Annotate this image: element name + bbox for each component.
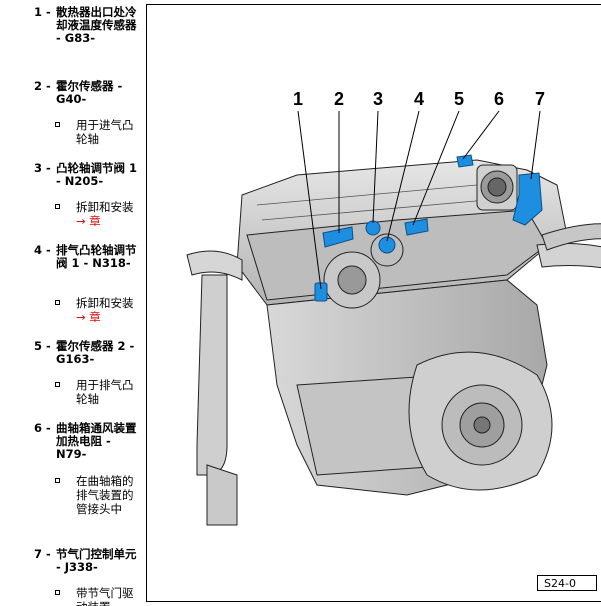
callout-4: 4 <box>414 89 424 109</box>
component-7-j338 <box>512 172 543 226</box>
legend-note-text: 用于进气凸轮轴 <box>76 118 134 146</box>
legend-panel: 1 - 散热器出口处冷却液温度传感器 - G83- 2 - 霍尔传感器 - G4… <box>0 0 140 606</box>
legend-number: 4 - <box>34 243 51 257</box>
engine-diagram: 1 2 3 4 5 6 7 S24-0 <box>146 4 601 602</box>
square-bullet-icon <box>55 204 60 209</box>
callout-lines <box>297 110 541 290</box>
chapter-link[interactable]: → 章 <box>76 310 101 324</box>
square-bullet-icon <box>55 478 60 483</box>
square-bullet-icon <box>55 122 60 127</box>
component-4-n318 <box>378 236 396 254</box>
callout-7: 7 <box>535 89 545 109</box>
square-bullet-icon <box>55 590 60 595</box>
legend-note-text: 拆卸和安装 <box>76 296 134 310</box>
legend-title: 节气门控制单元 - J338- <box>56 547 137 574</box>
legend-title: 曲轴箱通风装置加热电阻 - N79- <box>56 421 137 461</box>
legend-note-text: 在曲轴箱的排气装置的管接头中 <box>76 474 134 516</box>
component-1-g83 <box>314 282 328 302</box>
square-bullet-icon <box>55 382 60 387</box>
square-bullet-icon <box>55 300 60 305</box>
legend-number: 6 - <box>34 421 51 435</box>
callout-1: 1 <box>293 89 303 109</box>
legend-number: 3 - <box>34 161 51 175</box>
legend-title: 霍尔传感器 2 - G163- <box>56 339 135 366</box>
callout-6: 6 <box>494 89 504 109</box>
legend-note-text: 带节气门驱动装置 <box>76 586 134 606</box>
legend-title: 散热器出口处冷却液温度传感器 - G83- <box>56 5 137 45</box>
figure-code: S24-0 <box>537 575 597 591</box>
engine-block <box>186 159 601 526</box>
component-3-n205 <box>365 220 381 236</box>
legend-note-text: 用于排气凸轮轴 <box>76 378 134 406</box>
legend-title: 凸轮轴调节阀 1 - N205- <box>56 161 138 188</box>
callout-2: 2 <box>334 89 344 109</box>
legend-number: 7 - <box>34 547 51 561</box>
component-5-g163 <box>404 218 429 236</box>
callout-5: 5 <box>454 89 464 109</box>
legend-note-text: 拆卸和安装 <box>76 200 134 214</box>
legend-number: 5 - <box>34 339 51 353</box>
component-2-g40 <box>322 226 354 248</box>
engine-illustration: 1 2 3 4 5 6 7 <box>186 89 601 526</box>
legend-number: 2 - <box>34 79 51 93</box>
callout-3: 3 <box>373 89 383 109</box>
highlighted-components <box>314 154 543 302</box>
legend-title: 霍尔传感器 - G40- <box>56 79 123 106</box>
legend-title: 排气凸轮轴调节阀 1 - N318- <box>56 243 137 270</box>
component-6-n79 <box>456 154 474 168</box>
chapter-link[interactable]: → 章 <box>76 214 101 228</box>
legend-number: 1 - <box>34 5 51 19</box>
